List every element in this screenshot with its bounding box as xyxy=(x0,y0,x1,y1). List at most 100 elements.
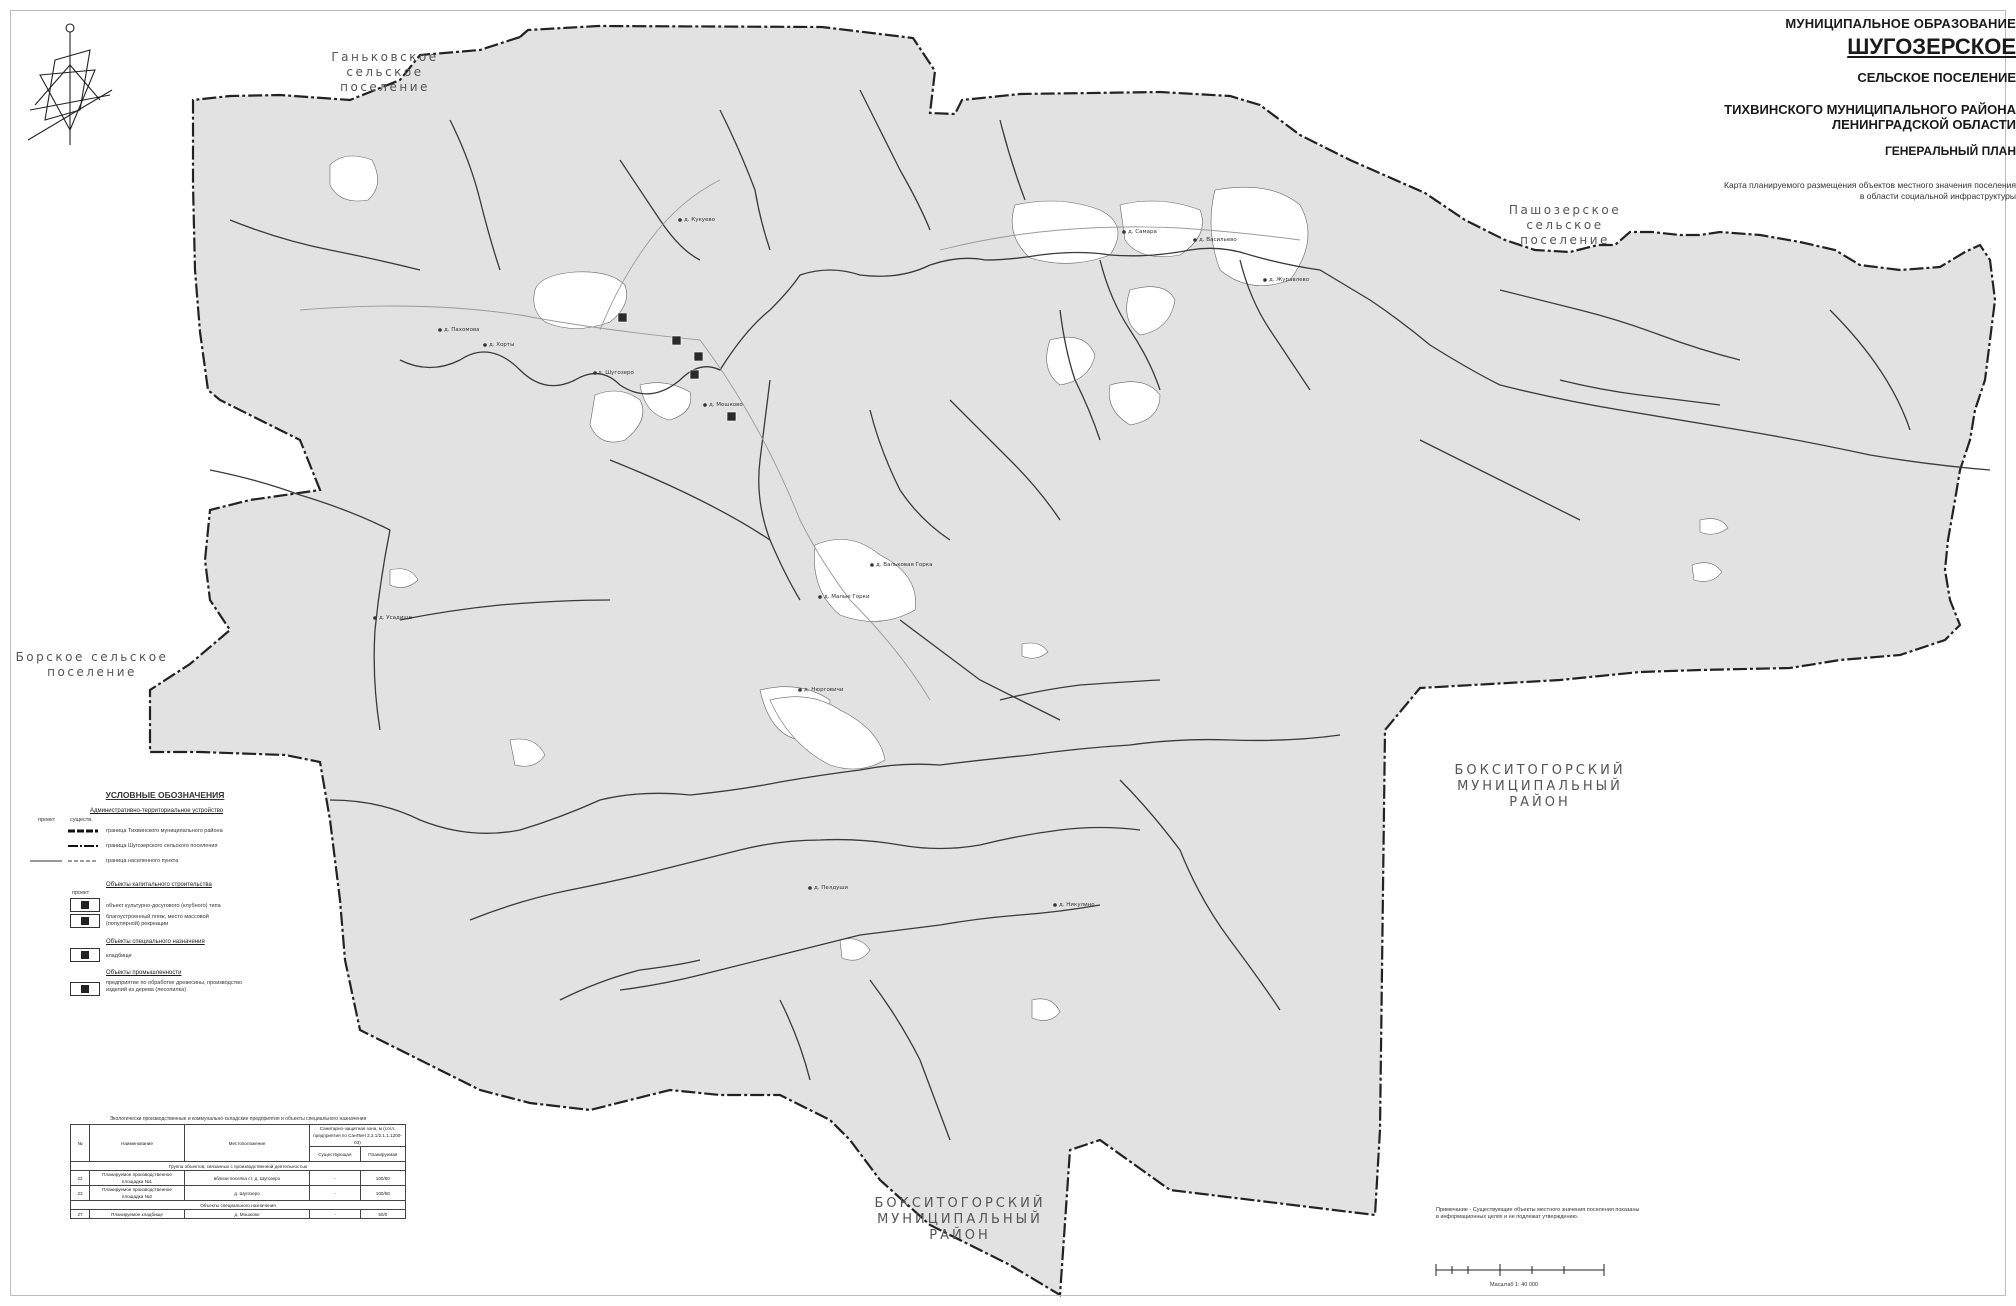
river-south-8 xyxy=(779,999,811,1081)
neighbor-label-line: БОКСИТОГОРСКИЙ xyxy=(874,1196,1046,1211)
village-label: д. Шугозеро xyxy=(598,370,634,376)
village-label: д. Самара xyxy=(1128,229,1157,235)
neighbor-label-boksitogorsk-south: БОКСИТОГОРСКИЙ МУНИЦИПАЛЬНЫЙ РАЙОН xyxy=(845,1196,1075,1244)
map-note: Примечание - Существующие объекты местно… xyxy=(1436,1207,1666,1221)
table-row: 27 Планируемое кладбище д. Мошково - 50/… xyxy=(70,1209,407,1219)
legend-item-beach-2: (популярной) рекреации xyxy=(106,921,169,927)
river-south xyxy=(329,734,1341,834)
title-region: ЛЕНИНГРАДСКОЙ ОБЛАСТИ xyxy=(1832,117,2016,132)
legend-title: УСЛОВНЫЕ ОБОЗНАЧЕНИЯ xyxy=(105,790,225,800)
rivers xyxy=(209,89,1991,1141)
map-subtitle-line: в области социальной инфраструктуры xyxy=(1859,191,2016,201)
clearing-samara xyxy=(1119,200,1203,257)
river-south-3 xyxy=(619,904,1101,991)
planned-objects xyxy=(617,312,737,422)
village-labels: д. Шугозеро д. Пахомова д. Кукуево д. Хо… xyxy=(379,217,1310,908)
table-cell: д. Шугозеро xyxy=(184,1185,310,1201)
north-arrow-icon xyxy=(27,23,113,145)
legend-col-plan-2: проект xyxy=(72,890,90,896)
village-marker-vasilyevo xyxy=(1193,238,1197,242)
village-marker-usadishche xyxy=(373,616,377,620)
village-label: д. Васильево xyxy=(1199,237,1237,243)
village-marker-horty xyxy=(483,343,487,347)
legend-item-locality-border: граница населенного пункта xyxy=(106,858,179,864)
table-cell: 100/50 xyxy=(359,1170,407,1186)
objects-table: Экологически производственные и коммунал… xyxy=(70,1116,407,1219)
legend-section-special: Объекты специального назначения xyxy=(106,939,205,945)
village-marker-samara xyxy=(1122,230,1126,234)
legend-item-settlement-border: граница Шугозерского сельского поселения xyxy=(106,843,218,849)
village-marker-malye-gorki xyxy=(818,595,822,599)
clearing-shugozero-south xyxy=(589,390,644,443)
title-district: ТИХВИНСКОГО МУНИЦИПАЛЬНОГО РАЙОНА xyxy=(1724,102,2016,117)
object-marker xyxy=(617,312,628,323)
table-cell: Планируемое кладбище xyxy=(89,1209,185,1219)
neighbor-label-line: поселение xyxy=(340,80,430,94)
legend-marker-culture xyxy=(70,898,100,912)
lake-west-small xyxy=(389,568,419,588)
table-cell: Планируемое производственное площадка №2 xyxy=(89,1185,185,1201)
village-label: д. Пелдуши xyxy=(814,885,848,891)
village-marker-shugozero xyxy=(593,371,597,375)
legend-col-plan: проект xyxy=(38,817,56,823)
table-cell: - xyxy=(309,1209,361,1219)
scale-label: Масштаб 1: 40 000 xyxy=(1490,1282,1538,1288)
river-east-2 xyxy=(1559,379,1721,406)
legend-item-district-border: граница Тихвинского муниципального район… xyxy=(106,828,223,834)
legend-marker-beach xyxy=(70,914,100,928)
neighbor-label-line: поселение xyxy=(47,665,137,679)
river-tributary-4 xyxy=(1059,309,1101,441)
neighbor-label-pashozerskoe: Пашозерское сельское поселение xyxy=(1470,203,1660,248)
river-east-1 xyxy=(1499,289,1741,361)
river-north-1 xyxy=(619,159,701,261)
map-subtitle: Карта планируемого размещения объектов м… xyxy=(1676,180,2016,202)
river-main xyxy=(399,247,1991,471)
river-east-3 xyxy=(1419,439,1581,521)
village-label: д. Усадище xyxy=(379,615,413,621)
table-header: Местоположение xyxy=(184,1124,310,1162)
legend-item-beach-1: благоустроенный пляж, место массовой xyxy=(106,914,209,920)
clearing-east-lake xyxy=(1691,562,1723,582)
table-cell: 100/50 xyxy=(359,1185,407,1201)
lakes-and-clearings xyxy=(329,155,1729,1021)
river-west-2 xyxy=(373,529,391,731)
river-north-3 xyxy=(859,89,931,231)
river-east-4 xyxy=(1829,309,1911,431)
clearing-east-2 xyxy=(1126,286,1176,336)
clearing-small-1 xyxy=(839,938,871,961)
village-label: д. Журавлево xyxy=(1269,277,1310,283)
object-marker xyxy=(693,351,704,362)
map-note-line: в информационных целях и не подлежат утв… xyxy=(1436,1214,1579,1220)
neighbor-label-line: МУНИЦИПАЛЬНЫЙ РАЙОН xyxy=(1457,779,1623,810)
village-marker-nikulino xyxy=(1053,903,1057,907)
legend-section-capital: Объекты капитального строительства xyxy=(106,882,212,888)
river-center-3 xyxy=(999,679,1161,701)
table-header: № xyxy=(70,1124,90,1162)
legend-section-industry: Объекты промышленности xyxy=(106,970,182,976)
river-north-5 xyxy=(229,219,421,271)
clearing-small-2 xyxy=(1031,998,1061,1021)
title-plan: ГЕНЕРАЛЬНЫЙ ПЛАН xyxy=(1884,144,2016,158)
object-marker xyxy=(689,369,700,380)
table-cell: д. Мошково xyxy=(184,1209,310,1219)
river-south-2 xyxy=(469,826,1141,921)
river-center-1 xyxy=(609,459,771,541)
table-cell: Планируемое производственное площадка №1 xyxy=(89,1170,185,1186)
village-label: д. Вальковая Горка xyxy=(876,562,932,568)
legend-marker-wood xyxy=(70,982,100,996)
neighbor-label-line: МУНИЦИПАЛЬНЫЙ РАЙОН xyxy=(877,1212,1043,1243)
village-markers xyxy=(373,218,1267,907)
village-marker-kukuevo xyxy=(678,218,682,222)
clearing-east-4 xyxy=(1108,381,1161,426)
village-label: д. Кукуево xyxy=(684,217,716,223)
river-north-2 xyxy=(719,109,771,251)
river-south-7 xyxy=(1119,779,1181,851)
table-cell: 23 xyxy=(70,1185,90,1201)
table-section: Группа объектов, связанных с производств… xyxy=(70,1161,406,1171)
table-row: 22 Планируемое производственное площадка… xyxy=(70,1170,407,1186)
object-marker xyxy=(726,411,737,422)
roads xyxy=(299,179,1301,701)
river-south-6 xyxy=(1179,849,1281,1011)
river-center-2 xyxy=(899,619,1061,721)
